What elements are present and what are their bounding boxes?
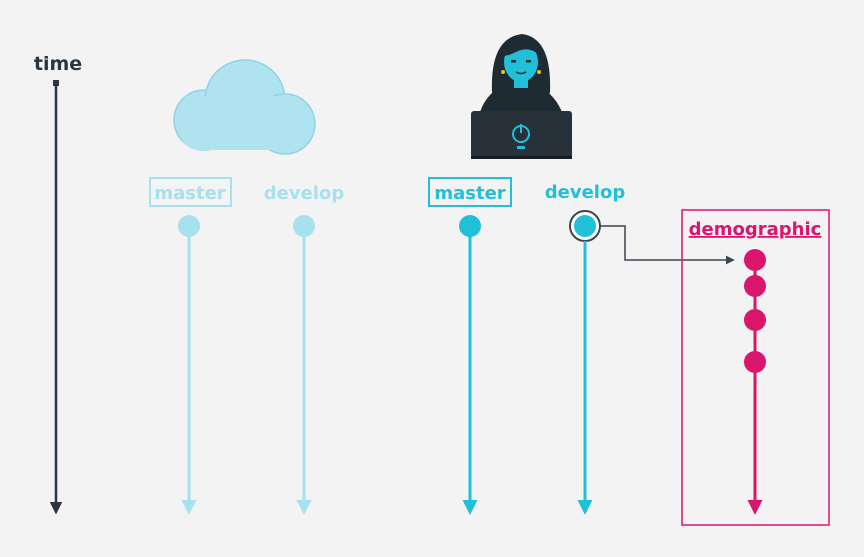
cloud-icon xyxy=(173,59,316,155)
cloud-master-box xyxy=(149,177,232,207)
local-develop-branch: develop xyxy=(545,182,626,515)
cloud-develop-commit xyxy=(293,215,315,237)
cloud-develop-label: develop xyxy=(264,183,345,204)
demographic-label: demographic xyxy=(689,219,822,240)
demographic-commits xyxy=(744,249,766,373)
demographic-commit xyxy=(744,275,766,297)
demographic-frame xyxy=(681,209,830,526)
local-develop-commit xyxy=(574,215,596,237)
local-master-label: master xyxy=(434,183,505,204)
cloud-master-commit xyxy=(178,215,200,237)
time-axis-start xyxy=(53,80,59,86)
demographic-commit xyxy=(744,249,766,271)
demographic-feature-branch: demographic xyxy=(681,209,830,526)
demographic-commit xyxy=(744,309,766,331)
time-label: time xyxy=(34,53,82,75)
local-master-branch: master xyxy=(428,177,512,515)
local-master-box xyxy=(428,177,512,207)
cloud-develop-branch: develop xyxy=(264,183,345,515)
local-develop-label: develop xyxy=(545,182,626,203)
branch-off-arrow xyxy=(600,225,735,265)
local-master-commit xyxy=(459,215,481,237)
demographic-commit xyxy=(744,351,766,373)
cloud-master-label: master xyxy=(154,183,225,204)
developer-laptop-icon xyxy=(471,34,572,159)
time-axis: time xyxy=(34,53,82,515)
cloud-master-branch: master xyxy=(149,177,232,515)
